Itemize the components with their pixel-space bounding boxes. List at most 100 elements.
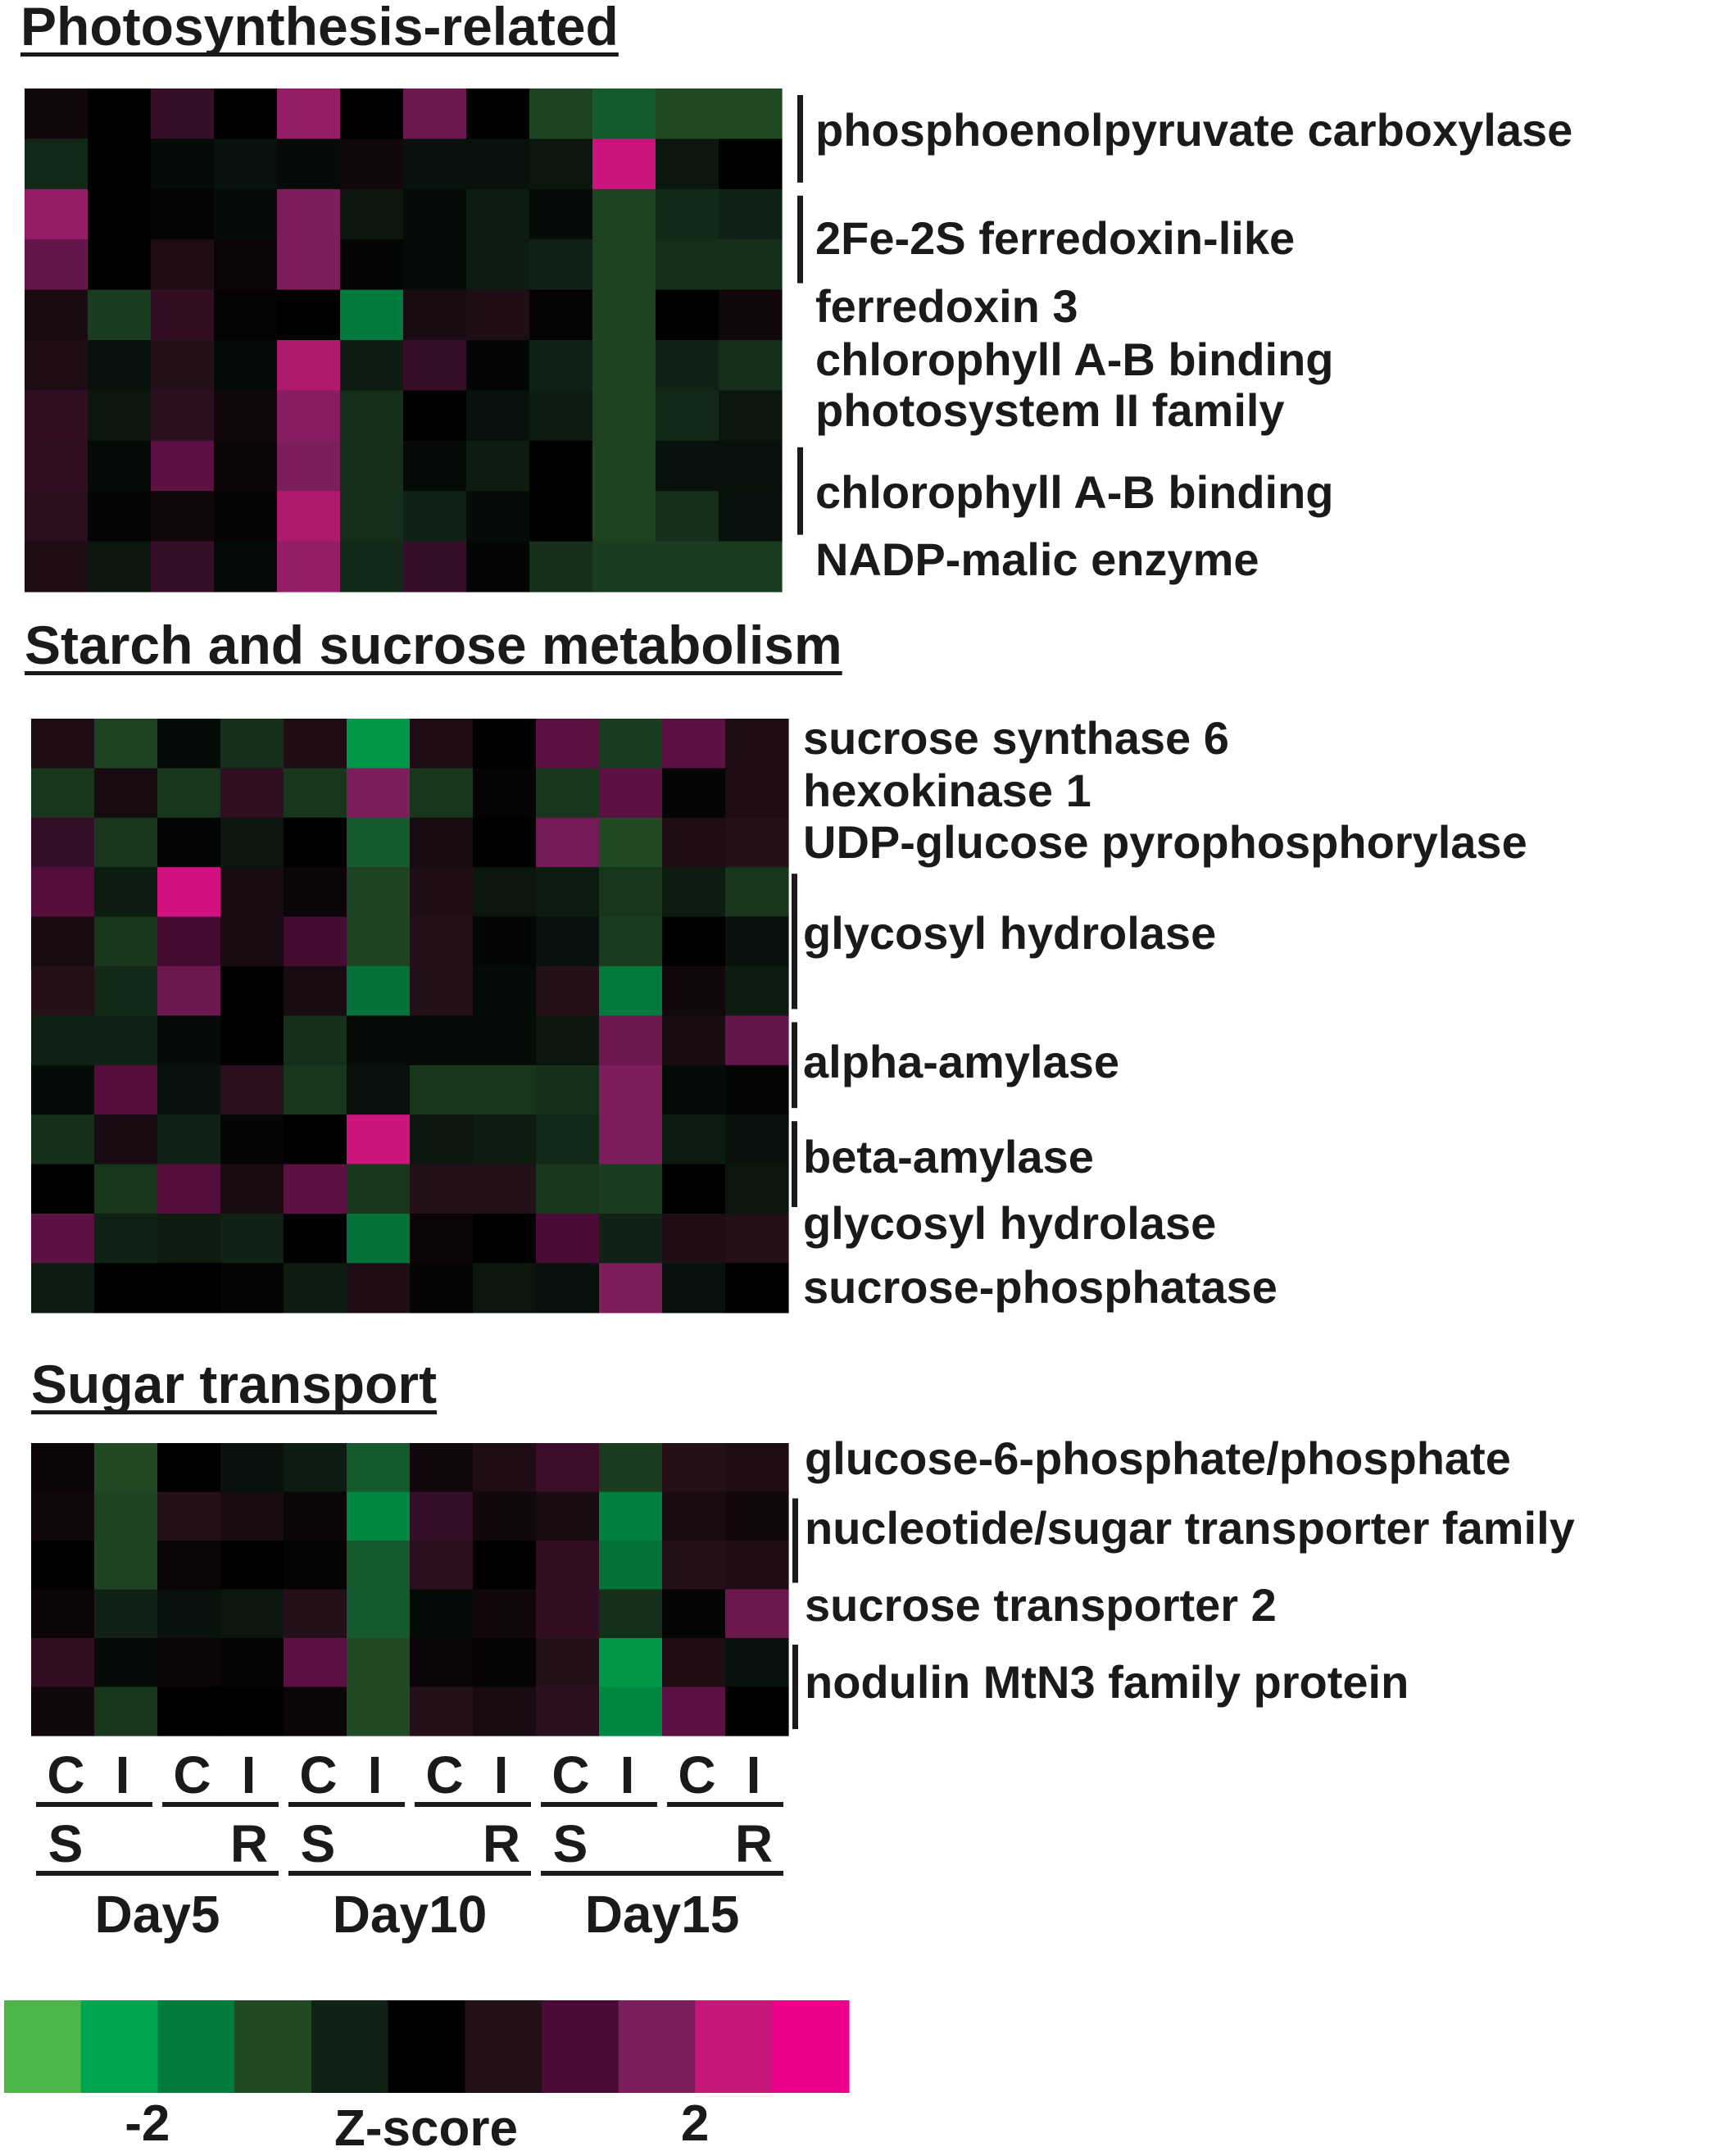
heatmap-cell: [284, 1263, 347, 1314]
heatmap-cell: [94, 1114, 158, 1165]
genotype-label: R: [483, 1814, 520, 1873]
heatmap-cell: [31, 719, 95, 769]
heatmap-cell: [347, 1263, 411, 1314]
heatmap-cell: [536, 1541, 600, 1591]
heatmap-panel: Photosynthesis-relatedphosphoenolpyruvat…: [20, 0, 1573, 592]
heatmap-cell: [277, 188, 341, 240]
treatment-underline: [415, 1802, 531, 1807]
heatmap-cell: [536, 1064, 600, 1115]
heatmap-cell: [592, 289, 656, 341]
heatmap-cell: [473, 867, 537, 918]
colorbar-tick-label: 2: [681, 2095, 709, 2152]
heatmap-cell: [410, 1015, 474, 1066]
treatment-underline: [541, 1802, 657, 1807]
heatmap-cell: [410, 1114, 474, 1165]
heatmap-cell: [410, 867, 474, 918]
heatmap-cell: [347, 916, 411, 967]
heatmap-cell: [662, 1263, 726, 1314]
heatmap-cell: [662, 1589, 726, 1639]
heatmap-cell: [725, 1263, 789, 1314]
heatmap-cell: [719, 138, 783, 190]
heatmap-cell: [347, 719, 411, 769]
colorbar-title: Z-score: [334, 2100, 518, 2156]
treatment-label: C: [47, 1745, 84, 1804]
treatment-underline: [667, 1802, 783, 1807]
heatmap-cell: [214, 390, 278, 442]
gene-label: photosystem II family: [815, 384, 1285, 436]
heatmap-cell: [719, 491, 783, 542]
heatmap-cell: [599, 916, 663, 967]
day-label: Day5: [95, 1885, 220, 1944]
heatmap-cell: [725, 1686, 789, 1736]
treatment-label: I: [116, 1745, 130, 1804]
heatmap-cell: [284, 1541, 347, 1591]
heatmap-cell: [410, 1491, 474, 1541]
heatmap-cell: [473, 1589, 537, 1639]
gene-bracket: [797, 95, 803, 183]
gene-label: ferredoxin 3: [815, 280, 1078, 332]
genotype-label: S: [553, 1814, 588, 1873]
heatmap-cell: [31, 1589, 95, 1639]
heatmap-cell: [466, 491, 530, 542]
gene-label: hexokinase 1: [803, 765, 1091, 816]
heatmap-cell: [466, 340, 530, 391]
heatmap-cell: [592, 138, 656, 190]
heatmap-cell: [31, 1491, 95, 1541]
heatmap-cell: [88, 89, 152, 139]
heatmap-cell: [220, 966, 284, 1016]
heatmap-cell: [284, 916, 347, 967]
heatmap-cell: [536, 1015, 600, 1066]
heatmap-cell: [725, 1064, 789, 1115]
heatmap-cell: [466, 89, 530, 139]
heatmap-cell: [719, 390, 783, 442]
heatmap-cell: [157, 768, 221, 819]
heatmap-cell: [662, 966, 726, 1016]
title-underline: [20, 52, 619, 57]
heatmap-cell: [719, 239, 783, 291]
heatmap-cell: [403, 340, 467, 391]
heatmap-cell: [410, 768, 474, 819]
heatmap-cell: [529, 390, 593, 442]
colorbar-swatch: [80, 2000, 158, 2093]
heatmap-cell: [94, 1443, 158, 1493]
heatmap-cell: [536, 1443, 600, 1493]
heatmap-cell: [347, 1443, 411, 1493]
treatment-label: I: [242, 1745, 256, 1804]
heatmap-cell: [599, 1638, 663, 1688]
gene-bracket: [792, 1498, 798, 1583]
heatmap-cell: [473, 1064, 537, 1115]
heatmap-cell: [719, 440, 783, 492]
treatment-label: I: [368, 1745, 383, 1804]
heatmap-cell: [157, 966, 221, 1016]
heatmap-cell: [220, 1214, 284, 1264]
heatmap-cell: [725, 817, 789, 868]
heatmap-cell: [88, 289, 152, 341]
heatmap-cell: [592, 239, 656, 291]
heatmap-cell: [94, 1491, 158, 1541]
heatmap-cell: [529, 138, 593, 190]
heatmap-cell: [94, 1589, 158, 1639]
colorbar-swatch: [618, 2000, 697, 2093]
heatmap-cell: [536, 1164, 600, 1214]
heatmap-cell: [410, 1214, 474, 1264]
heatmap-cell: [157, 1589, 221, 1639]
heatmap-cell: [592, 390, 656, 442]
heatmap-cell: [662, 1064, 726, 1115]
treatment-label: C: [299, 1745, 337, 1804]
heatmap-cell: [340, 188, 404, 240]
heatmap-cell: [347, 966, 411, 1016]
heatmap-cell: [656, 289, 719, 341]
heatmap-cell: [340, 340, 404, 391]
heatmap-cell: [88, 491, 152, 542]
gene-label: UDP-glucose pyrophosphorylase: [803, 816, 1527, 868]
heatmap-cell: [473, 1491, 537, 1541]
heatmap-cell: [157, 1541, 221, 1591]
heatmap-cell: [284, 719, 347, 769]
heatmap-cell: [94, 1015, 158, 1066]
heatmap-cell: [340, 541, 404, 592]
heatmap-cell: [473, 1015, 537, 1066]
heatmap-cell: [284, 1064, 347, 1115]
gene-label: nucleotide/sugar transporter family: [805, 1502, 1575, 1554]
heatmap-cell: [340, 491, 404, 542]
